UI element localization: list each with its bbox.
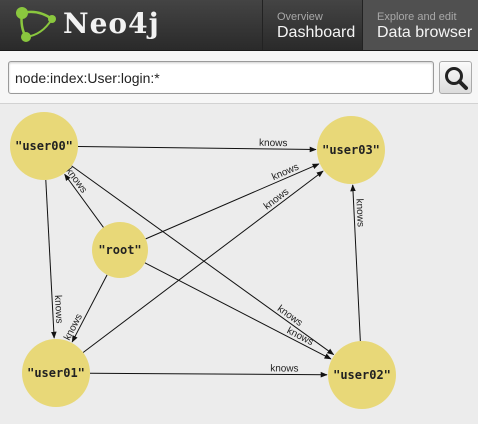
relationship-edge-root-user01[interactable] [71, 274, 108, 343]
graph-node-root[interactable]: "root" [92, 222, 148, 278]
relationship-label: knows [285, 325, 315, 348]
relationship-edge-user00-user03[interactable] [77, 145, 317, 153]
relationship-label: knows [262, 186, 291, 212]
relationship-label: knows [62, 312, 85, 342]
search-input[interactable] [8, 61, 434, 94]
graph-node-user02[interactable]: "user02" [328, 341, 396, 409]
top-navigation-bar: Neo4j Overview Dashboard Explore and edi… [0, 0, 478, 51]
search-bar [0, 51, 478, 104]
tab-dashboard[interactable]: Overview Dashboard [262, 0, 362, 50]
tab-dashboard-label: Dashboard [277, 24, 356, 41]
relationship-edge-user01-user03[interactable] [82, 170, 324, 353]
tab-dashboard-subtitle: Overview [277, 11, 323, 23]
node-circle[interactable] [22, 339, 90, 407]
relationship-edge-root-user03[interactable] [145, 163, 320, 240]
node-label: "user03" [322, 143, 380, 157]
relationship-edge-root-user00[interactable] [64, 173, 104, 228]
node-label: "user01" [27, 366, 85, 380]
search-icon [445, 67, 468, 90]
node-circle[interactable] [317, 116, 385, 184]
node-circle[interactable] [92, 222, 148, 278]
node-circle[interactable] [10, 112, 78, 180]
relationship-label: knows [52, 295, 64, 324]
graph-logo-icon [16, 7, 56, 42]
graph-node-user03[interactable]: "user03" [317, 116, 385, 184]
node-label: "root" [98, 243, 141, 257]
relationship-label: knows [270, 363, 298, 374]
node-label: "user02" [333, 368, 391, 382]
neo4j-logo[interactable]: Neo4j [12, 5, 162, 45]
relationship-edge-user00-user01[interactable] [45, 179, 57, 339]
node-label: "user00" [15, 139, 73, 153]
relationship-edge-root-user02[interactable] [144, 262, 332, 360]
graph-node-user00[interactable]: "user00" [10, 112, 78, 180]
relationship-edge-user00-user02[interactable] [71, 165, 335, 355]
relationship-label: knows [353, 198, 365, 227]
tab-data-browser[interactable]: Explore and edit Data browser [362, 0, 478, 50]
relationship-label: knows [270, 162, 300, 183]
relationship-edge-user01-user02[interactable] [89, 371, 328, 378]
relationship-label: knows [259, 138, 288, 149]
tab-data-browser-label: Data browser [377, 24, 473, 41]
graph-node-user01[interactable]: "user01" [22, 339, 90, 407]
search-button[interactable] [439, 61, 472, 94]
relationship-edge-user02-user03[interactable] [350, 184, 361, 342]
node-circle[interactable] [328, 341, 396, 409]
tab-data-browser-subtitle: Explore and edit [377, 11, 457, 23]
app-title: Neo4j [63, 7, 160, 40]
